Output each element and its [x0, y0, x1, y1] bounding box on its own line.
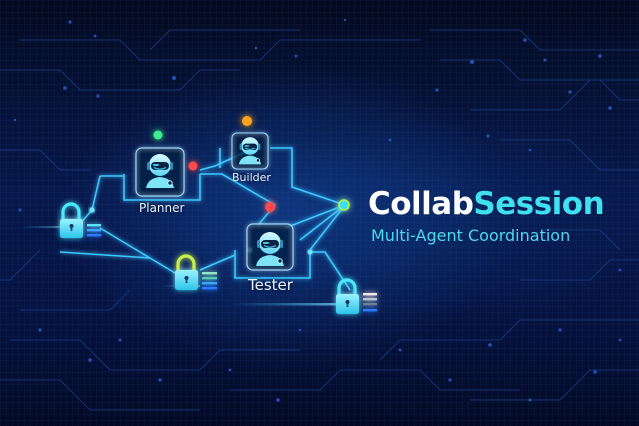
agent-label-planner: Planner	[139, 201, 185, 215]
title-part-session: Session	[473, 186, 605, 222]
planner-status-dot	[153, 130, 163, 140]
page-subtitle: Multi-Agent Coordination	[371, 226, 571, 245]
lock-right	[336, 278, 377, 314]
agent-card-planner	[135, 147, 185, 197]
agent-label-builder: Builder	[232, 171, 271, 184]
hub-node	[338, 199, 350, 211]
title-part-collab: Collab	[368, 186, 474, 222]
lock-left	[60, 202, 101, 238]
agent-card-builder	[231, 132, 269, 170]
agent-label-tester: Tester	[248, 276, 293, 294]
page-title: CollabSession	[368, 186, 605, 222]
alert-dot-planner-builder	[188, 161, 198, 171]
lock-middle	[175, 254, 217, 290]
tester-status-dot	[265, 202, 275, 212]
agent-card-tester	[246, 223, 294, 271]
builder-status-dot	[242, 116, 252, 126]
